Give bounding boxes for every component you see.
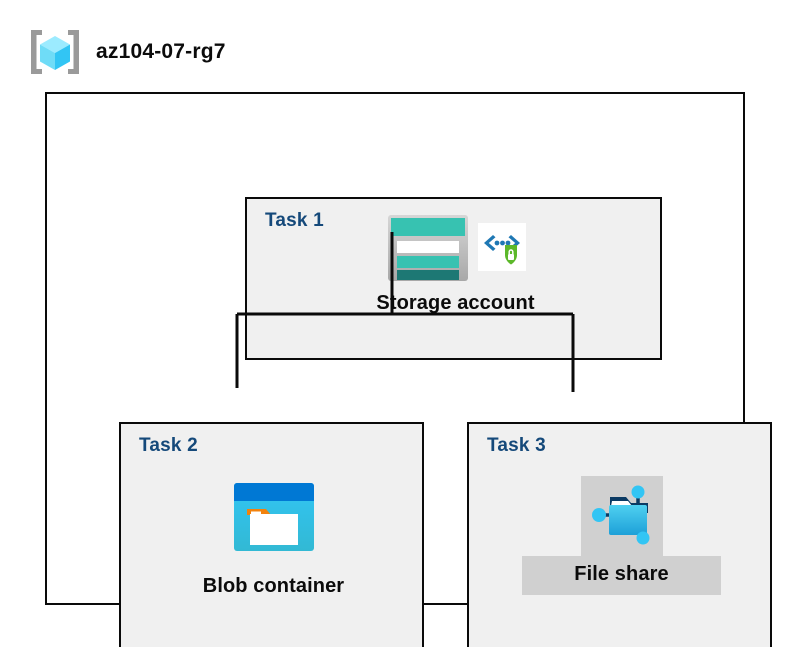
blob-container-node[interactable]: Blob container [121,482,426,598]
storage-account-node[interactable]: Storage account [247,213,664,315]
file-share-label: File share [574,563,669,585]
blob-container-icon [233,482,315,557]
storage-account-icon [386,211,470,288]
file-share-icon-plate [580,476,663,556]
task-3-box[interactable]: Task 3 [467,422,772,647]
storage-account-icon-row [386,213,526,285]
storage-account-label: Storage account [376,292,535,314]
resource-group-container: Task 1 [45,92,772,647]
managed-identity-shield-icon [477,222,526,276]
task-1-label: Task 1 [265,210,324,231]
task-2-label: Task 2 [139,435,198,456]
file-share-icon [586,481,658,552]
blob-container-label: Blob container [202,575,345,597]
task-2-box[interactable]: Task 2 [119,422,424,647]
resource-group-header: az104-07-rg7 [28,24,448,80]
azure-resource-group-icon [28,27,82,77]
file-share-node[interactable]: File share [469,476,774,595]
resource-group-title: az104-07-rg7 [96,40,226,63]
task-1-box[interactable]: Task 1 [245,197,662,360]
task-3-label: Task 3 [487,435,546,456]
file-share-caption-plate: File share [522,556,721,595]
